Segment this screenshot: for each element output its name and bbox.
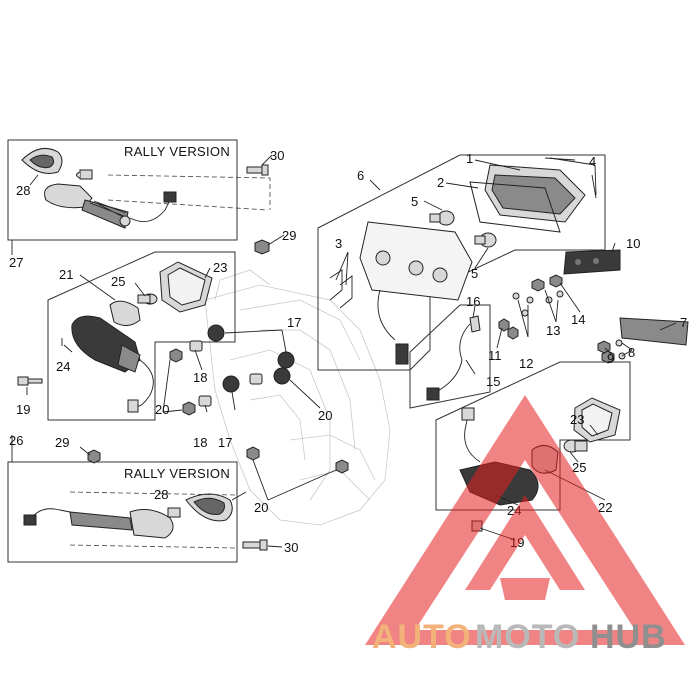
lens-28-top: [21, 147, 63, 174]
callout-2: 2: [437, 175, 444, 190]
callout-27: 27: [9, 255, 23, 270]
lens-23-right: [573, 397, 621, 443]
screws-3: [329, 269, 353, 309]
screw-30-top: [246, 164, 269, 176]
watermark-logo: [365, 395, 685, 645]
lens-23-left: [159, 261, 213, 313]
callout-23-right: 23: [570, 412, 584, 427]
callout-28-bottom: 28: [154, 487, 168, 502]
callout-21: 21: [59, 267, 73, 282]
bushings-18: [189, 340, 263, 407]
callout-14: 14: [571, 312, 585, 327]
watermark-text: AUTO MOTO HUB: [372, 618, 667, 656]
screw-4b: [591, 174, 597, 199]
callout-20-mid: 20: [318, 408, 332, 423]
callout-29-bottom: 29: [55, 435, 69, 450]
callout-10: 10: [626, 236, 640, 251]
callout-28-top: 28: [16, 183, 30, 198]
indicator-body-bottom: [23, 508, 174, 539]
small-fasteners: [498, 274, 626, 364]
lens-28-bottom: [185, 493, 233, 522]
callout-13: 13: [546, 323, 560, 338]
group-15-frame: [409, 304, 491, 409]
rear-frame-ghost: [204, 269, 391, 526]
bulb-5-top: [429, 210, 455, 226]
callout-8: 8: [628, 345, 635, 360]
tail-lens-1: [484, 164, 586, 223]
callout-3: 3: [335, 236, 342, 251]
callout-25-left: 25: [111, 274, 125, 289]
callout-5-bottom: 5: [471, 266, 478, 281]
callout-18-bottom: 18: [193, 435, 207, 450]
callout-9: 9: [607, 351, 614, 366]
callout-29-top: 29: [282, 228, 296, 243]
callout-6: 6: [357, 168, 364, 183]
callout-11: 11: [488, 348, 502, 363]
grommets-17: [207, 324, 295, 393]
gasket-2: [469, 181, 561, 233]
nut-29-bottom: [87, 449, 101, 464]
group-26-frame: [7, 461, 238, 563]
callout-12: 12: [519, 356, 533, 371]
wire-group-15: [409, 304, 491, 409]
indicator-body-24-left: [71, 315, 154, 413]
callout-20-bottom: 20: [254, 500, 268, 515]
rally-indicator-group-top: RALLY VERSION: [7, 139, 271, 241]
callout-5-top: 5: [411, 194, 418, 209]
callout-30-top: 30: [270, 148, 284, 163]
tail-light-group-6: [317, 154, 606, 371]
group-27-frame: [7, 139, 238, 241]
tail-housing: [359, 221, 473, 365]
callout-7: 7: [680, 315, 687, 330]
callout-4: 4: [589, 154, 596, 169]
indicator-group-21: [47, 251, 236, 421]
callout-22: 22: [598, 500, 612, 515]
watermark-auto: AUTO: [372, 618, 472, 656]
reflector-10: [563, 249, 621, 275]
screw-30-bottom: [242, 539, 268, 551]
callout-25-right: 25: [572, 460, 586, 475]
callout-24-left: 24: [56, 359, 70, 374]
bulb-top: [76, 169, 93, 180]
callout-17-top: 17: [287, 315, 301, 330]
callout-26: 26: [9, 433, 23, 448]
screw-19-left: [17, 376, 43, 386]
rally-indicator-group-bottom: RALLY VERSION: [7, 461, 238, 563]
bulb-25-left: [137, 293, 158, 305]
bulb-bottom: [167, 507, 181, 518]
callout-numbers: 1 2 3 4 5 5 6 7 8 9 10 11 12 13 14 15 16…: [9, 148, 687, 555]
callout-16: 16: [466, 294, 480, 309]
plate-light-7: [619, 317, 689, 346]
watermark-moto: MOTO: [475, 618, 580, 656]
group-6-frame: [317, 154, 606, 371]
indicator-body-top: [44, 183, 177, 229]
rally-version-label-top: RALLY VERSION: [124, 144, 230, 159]
watermark-hub: HUB: [590, 618, 667, 656]
housing-left: [109, 300, 141, 326]
rally-version-label-bottom: RALLY VERSION: [124, 466, 230, 481]
callout-30-bottom: 30: [284, 540, 298, 555]
callout-17-bottom: 17: [218, 435, 232, 450]
callout-15: 15: [486, 374, 500, 389]
callout-19-left: 19: [16, 402, 30, 417]
bulb-25-right: [563, 439, 588, 453]
callout-18-top: 18: [193, 370, 207, 385]
leader-lines: [11, 154, 677, 548]
callout-23-left: 23: [213, 260, 227, 275]
callout-1: 1: [466, 151, 473, 166]
bulb-5-bottom: [474, 232, 497, 248]
nut-29-top: [254, 239, 270, 255]
callout-20-left: 20: [155, 402, 169, 417]
